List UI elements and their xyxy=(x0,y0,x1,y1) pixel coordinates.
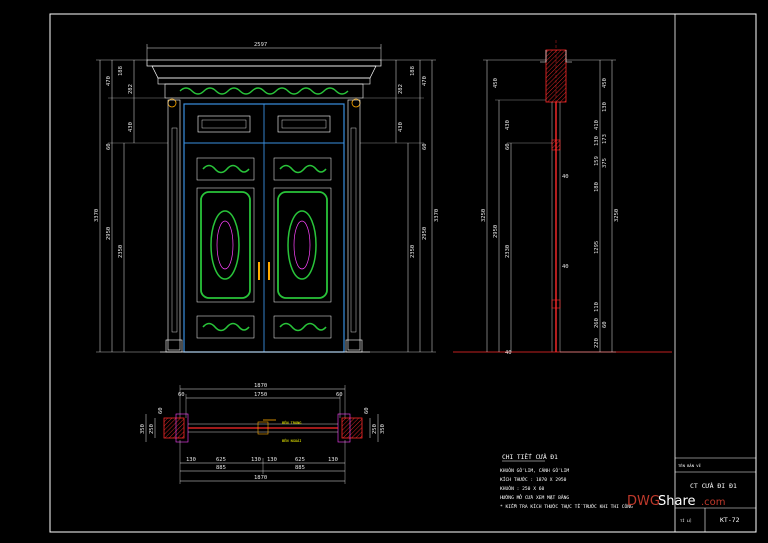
notes-line-3: KHUÔN : 250 X 60 xyxy=(500,485,544,492)
front-right-dim-leaf: 2350 xyxy=(410,245,416,258)
plan-bottom-dim-5: 625 xyxy=(295,457,305,463)
door-handle-left xyxy=(258,262,260,280)
side-right-part-3: 410 xyxy=(594,120,600,130)
plan-bottom-dim-1: 130 xyxy=(186,457,196,463)
sheet-number: KT-72 xyxy=(720,516,740,524)
plan-top-dim-2: 1750 xyxy=(254,392,267,398)
side-mid-label-1: 40 xyxy=(562,174,569,180)
front-top-width: 2597 xyxy=(254,42,267,48)
front-right-dim-door: 2950 xyxy=(422,227,428,240)
watermark-part-3: .com xyxy=(701,497,726,508)
plan-bottom-dim-4: 130 xyxy=(267,457,277,463)
watermark-part-2: Share xyxy=(658,494,696,509)
side-right-part-11: 260 xyxy=(594,318,600,328)
side-right-dim-total: 3250 xyxy=(614,209,620,222)
plan-bottom-dim-8: 885 xyxy=(295,465,305,471)
side-left-part-3: 60 xyxy=(505,143,511,150)
front-left-part-5: 60 xyxy=(106,143,112,150)
side-right-part-9: 1295 xyxy=(594,241,600,254)
front-right-part-1: 470 xyxy=(422,76,428,86)
notes-title: CHI TIẾT CỬA Đ1 xyxy=(502,452,558,461)
side-right-part-5: 173 xyxy=(602,134,608,144)
notes-line-4: HƯỚNG MỞ CỬA XEM MẶT BẰNG xyxy=(500,493,569,501)
plan-right-dim-1: 350 xyxy=(380,424,386,434)
side-mid-label-2: 40 xyxy=(562,264,569,270)
plan-left-dim-2: 250 xyxy=(149,424,155,434)
plan-outside-label: BÊN NGOÀI xyxy=(282,438,301,443)
front-elevation: 2597 xyxy=(94,42,440,353)
plan-top-dim-4: 60 xyxy=(336,392,343,398)
plan-left-dim-1: 350 xyxy=(140,424,146,434)
front-left-dim-leaf: 2350 xyxy=(118,245,124,258)
plan-bottom-dim-3: 130 xyxy=(251,457,261,463)
side-right-part-2: 130 xyxy=(602,102,608,112)
plan-right-dim-2: 250 xyxy=(372,424,378,434)
notes-block: CHI TIẾT CỬA Đ1 KHUÔN GỖ LIM, CÁNH GỖ LI… xyxy=(500,452,633,510)
title-block-header: TÊN BẢN VẼ xyxy=(678,463,702,468)
title-block: TÊN BẢN VẼ CT CỬA ĐI Đ1 TỈ LỆ KT-72 xyxy=(674,14,756,532)
side-left-part-1: 450 xyxy=(493,78,499,88)
side-right-part-10: 110 xyxy=(594,302,600,312)
front-right-part-3: 282 xyxy=(398,84,404,94)
side-right-part-8: 180 xyxy=(594,182,600,192)
side-section: 40 40 40 3250 2950 2330 450 430 60 3250 … xyxy=(453,40,672,356)
side-right-part-6: 159 xyxy=(594,156,600,166)
sheet-border xyxy=(49,13,757,533)
front-right-part-5: 60 xyxy=(422,143,428,150)
front-left-part-4: 430 xyxy=(128,122,134,132)
side-right-part-13: 60 xyxy=(602,321,608,328)
watermark-part-1: DWG xyxy=(627,494,660,509)
side-right-part-4: 130 xyxy=(594,136,600,146)
front-left-part-1: 470 xyxy=(106,76,112,86)
plan-bottom-dim-9: 1870 xyxy=(254,475,267,481)
scale-label: TỈ LỆ xyxy=(680,518,692,523)
front-left-part-2: 188 xyxy=(118,66,124,76)
plan-left-dim-3: 60 xyxy=(158,407,164,414)
plan-top-dim-3: 60 xyxy=(178,392,185,398)
watermark-logo: DWG Share .com xyxy=(627,494,726,509)
front-right-dim-total: 3370 xyxy=(434,209,440,222)
side-left-dim-leaf: 2330 xyxy=(505,245,511,258)
plan-right-dim-3: 60 xyxy=(364,407,370,414)
side-right-part-12: 220 xyxy=(594,338,600,348)
notes-line-5: * KIỂM TRA KÍCH THƯỚC THỰC TẾ TRƯỚC KHI … xyxy=(500,502,633,510)
plan-inside-label: BÊN TRONG xyxy=(282,420,301,425)
door-handle-right xyxy=(268,262,270,280)
plan-top-dim-1: 1870 xyxy=(254,383,267,389)
side-left-dim-door: 2950 xyxy=(493,225,499,238)
plan-bottom-dim-7: 885 xyxy=(216,465,226,471)
side-left-dim-total: 3250 xyxy=(481,209,487,222)
side-left-part-2: 430 xyxy=(505,120,511,130)
notes-line-1: KHUÔN GỖ LIM, CÁNH GỖ LIM xyxy=(500,467,569,474)
plan-bottom-dim-6: 130 xyxy=(328,457,338,463)
plan-view: 1870 1750 60 60 BÊN TRONG BÊN NGOÀI 130 … xyxy=(140,383,386,484)
notes-line-2: KÍCH THƯỚC : 1870 X 2950 xyxy=(500,475,567,483)
side-mid-label-3: 40 xyxy=(505,350,512,356)
side-right-part-7: 375 xyxy=(602,158,608,168)
plan-bottom-dim-2: 625 xyxy=(216,457,226,463)
front-right-part-4: 430 xyxy=(398,122,404,132)
front-right-part-2: 188 xyxy=(410,66,416,76)
front-left-part-3: 282 xyxy=(128,84,134,94)
side-right-part-1: 450 xyxy=(602,78,608,88)
front-left-dim-door: 2950 xyxy=(106,227,112,240)
frieze-ornament xyxy=(179,87,349,95)
drawing-name: CT CỬA ĐI Đ1 xyxy=(690,482,737,490)
front-left-dim-total: 3370 xyxy=(94,209,100,222)
